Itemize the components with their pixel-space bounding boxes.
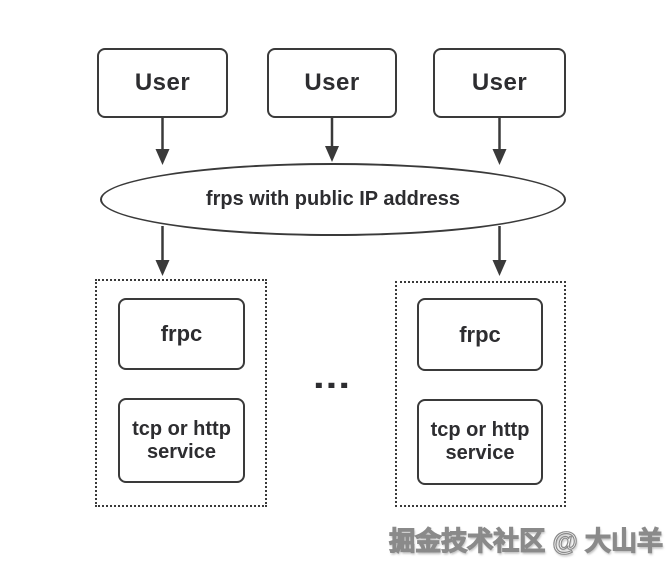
user-box-3-label: User xyxy=(471,69,528,96)
ellipsis-text: ... xyxy=(312,358,351,388)
user-box-2-label: User xyxy=(304,69,360,96)
frpc-box-1-label: frpc xyxy=(160,321,203,346)
arrow-frps-to-client1 xyxy=(155,226,170,276)
arrow-user1-to-frps xyxy=(155,118,170,165)
user-box-1: User xyxy=(97,48,228,118)
user-box-1-label: User xyxy=(134,69,191,96)
arrow-frps-to-client2 xyxy=(492,226,507,276)
arrow-user3-to-frps xyxy=(492,118,507,165)
frpc-box-1: frpc xyxy=(118,298,245,370)
frpc-box-2-label: frpc xyxy=(459,321,501,347)
service-box-1: tcp or http service xyxy=(118,398,245,483)
service-box-1-label: tcp or http service xyxy=(132,417,231,463)
service-box-2-label: tcp or http service xyxy=(430,419,530,464)
service-box-2: tcp or http service xyxy=(417,399,543,485)
user-box-2: User xyxy=(267,48,397,118)
arrow-user2-to-frps xyxy=(325,118,339,162)
ellipsis-dots: ... xyxy=(300,358,364,388)
user-box-3: User xyxy=(433,48,566,118)
frps-server-label: frps with public IP address xyxy=(205,188,461,210)
watermark-text: 掘金技术社区 @ 大山羊 xyxy=(389,525,664,556)
frps-server-ellipse: frps with public IP address xyxy=(100,163,566,236)
frpc-box-2: frpc xyxy=(417,298,543,371)
